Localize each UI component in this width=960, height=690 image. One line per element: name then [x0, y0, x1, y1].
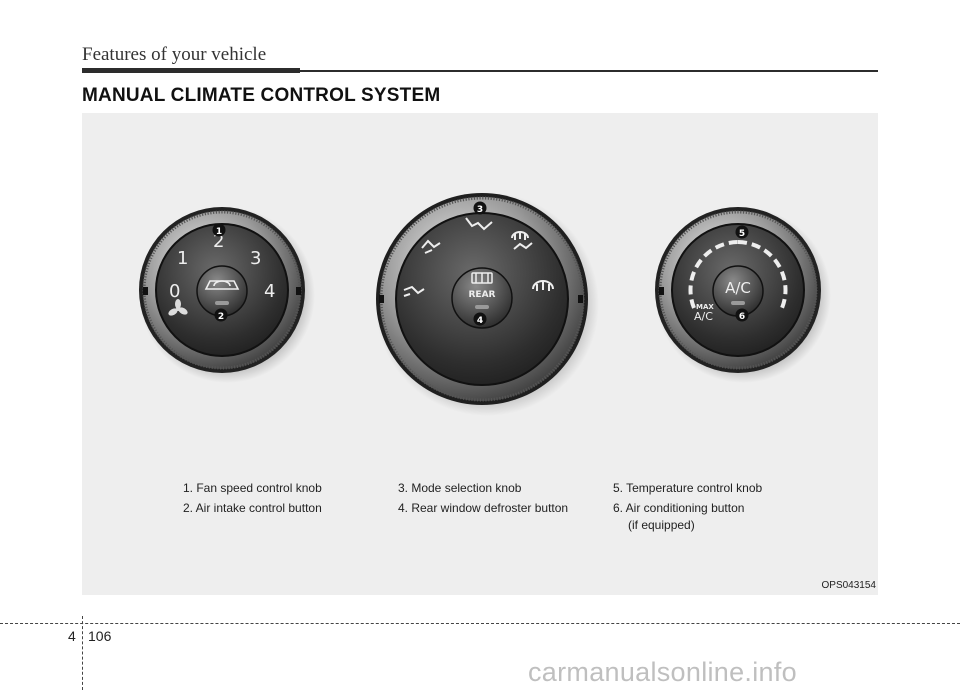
- floor-defrost-icon: [511, 231, 533, 250]
- legend-column-2: 3. Mode selection knob 4. Rear window de…: [398, 480, 568, 520]
- legend-column-3: 5. Temperature control knob 6. Air condi…: [613, 480, 762, 537]
- chapter-title: Features of your vehicle: [82, 44, 267, 65]
- fan-speed-1: 1: [177, 248, 188, 269]
- callout-2: 2: [214, 308, 228, 322]
- svg-text:1: 1: [216, 227, 222, 237]
- ac-button-label: A/C: [725, 279, 751, 297]
- fan-speed-2: 2: [213, 231, 224, 252]
- footer-divider: [82, 616, 83, 690]
- indicator-light: [475, 305, 489, 309]
- air-recirculation-icon: [204, 280, 240, 290]
- temperature-scale-cold: [688, 240, 739, 309]
- legend-item-note: (if equipped): [628, 518, 695, 532]
- rear-defrost-icon: [471, 272, 493, 284]
- svg-text:2: 2: [218, 312, 224, 322]
- callout-6: 6: [735, 308, 749, 322]
- svg-text:5: 5: [739, 229, 745, 239]
- fan-speed-4: 4: [264, 281, 275, 302]
- callout-3: 3: [473, 201, 487, 215]
- rear-button-label: REAR: [469, 290, 496, 300]
- max-ac-label-bottom: A/C: [694, 310, 713, 323]
- indicator-light: [215, 301, 229, 305]
- callout-4: 4: [473, 312, 487, 326]
- watermark: carmanualsonline.info: [528, 657, 797, 687]
- svg-text:6: 6: [739, 312, 745, 322]
- section-heading: MANUAL CLIMATE CONTROL SYSTEM: [82, 85, 441, 106]
- fan-speed-0: 0: [169, 281, 180, 302]
- temperature-knob[interactable]: A/C MAX A/C 5 6: [655, 207, 831, 383]
- legend-item: 6. Air conditioning button: [613, 501, 745, 515]
- fan-speed-3: 3: [250, 248, 261, 269]
- indicator-light: [731, 301, 745, 305]
- climate-control-illustration: 0 1 2 3 4 1 2: [139, 192, 831, 416]
- legend-item: 1. Fan speed control knob: [183, 481, 322, 495]
- page-chapter: 4: [68, 628, 76, 644]
- floor-vent-icon: [465, 217, 493, 231]
- defrost-icon: [532, 280, 554, 291]
- legend-item: 2. Air intake control button: [183, 501, 322, 515]
- mode-selection-knob[interactable]: REAR 3 4: [375, 192, 599, 416]
- fan-icon: [168, 299, 188, 316]
- legend-column-1: 1. Fan speed control knob 2. Air intake …: [183, 480, 322, 520]
- temperature-scale-hot: [737, 240, 788, 309]
- figure-code: OPS043154: [821, 580, 877, 591]
- legend-item: 3. Mode selection knob: [398, 481, 522, 495]
- footer-rule: [0, 623, 960, 624]
- bi-level-icon: [421, 239, 441, 254]
- header-rule-thick: [82, 68, 300, 73]
- svg-text:3: 3: [477, 205, 483, 215]
- header-rule-thin: [300, 70, 878, 72]
- svg-text:4: 4: [477, 316, 483, 326]
- page-number: 106: [88, 628, 112, 644]
- callout-1: 1: [212, 223, 226, 237]
- air-intake-button[interactable]: [196, 265, 248, 317]
- legend-item: 4. Rear window defroster button: [398, 501, 569, 515]
- climate-control-figure: 0 1 2 3 4 1 2: [82, 113, 878, 595]
- max-ac-label-top: MAX: [696, 303, 714, 311]
- rear-defroster-button[interactable]: [451, 267, 513, 329]
- legend-item: 5. Temperature control knob: [613, 481, 763, 495]
- callout-5: 5: [735, 225, 749, 239]
- fan-speed-knob[interactable]: 0 1 2 3 4 1 2: [139, 207, 315, 383]
- face-vent-icon: [403, 285, 425, 297]
